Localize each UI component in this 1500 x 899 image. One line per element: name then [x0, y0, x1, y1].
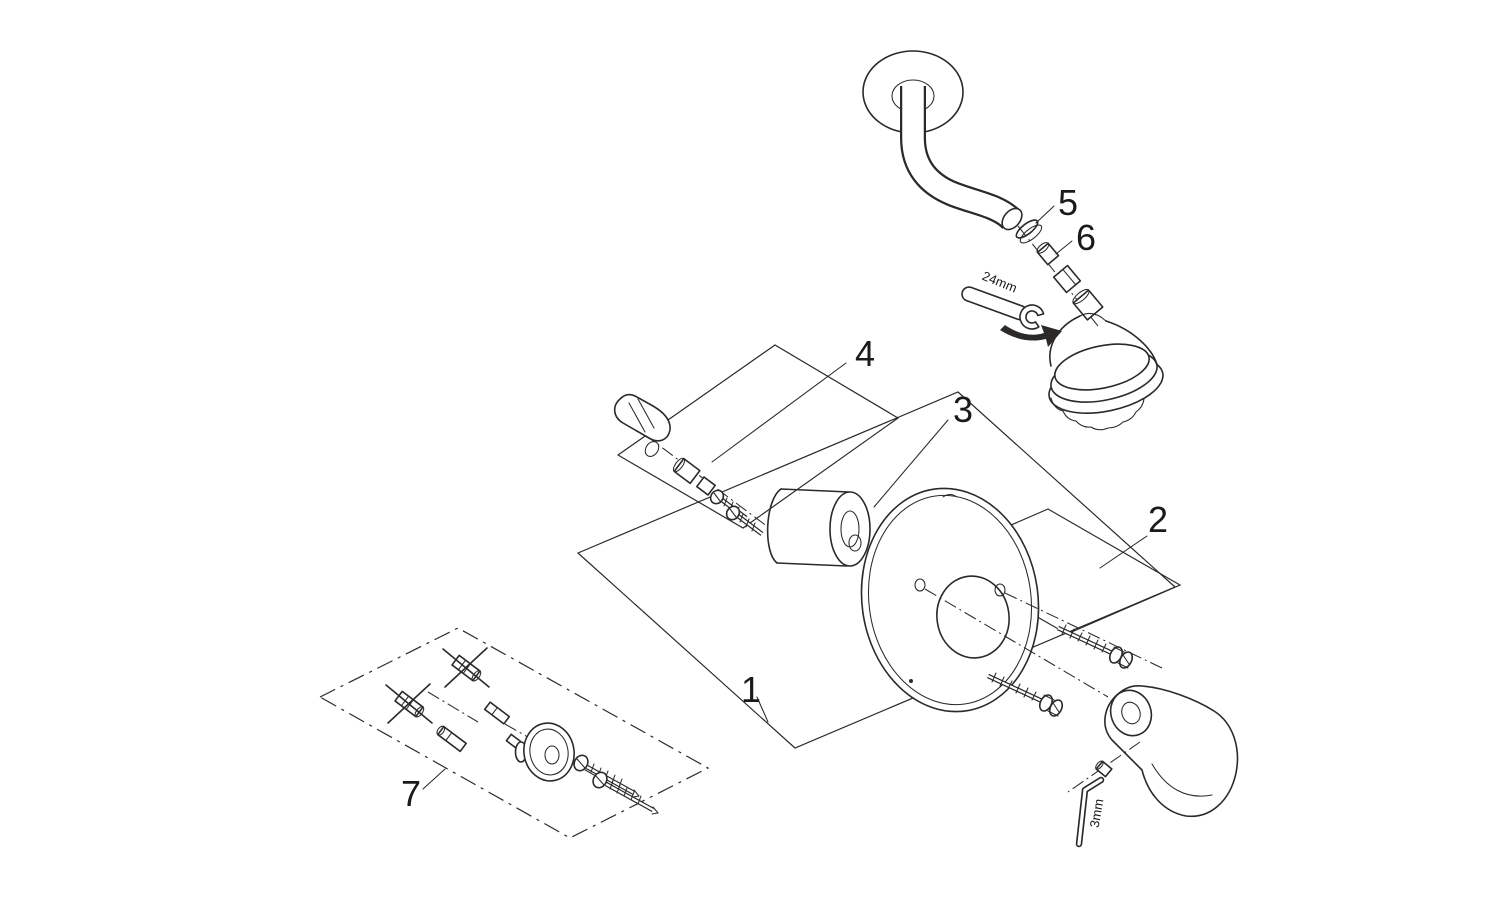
callout-2: 2	[1148, 499, 1168, 540]
callout-3-group: 3	[873, 389, 973, 508]
callout-6-group: 6	[1055, 217, 1096, 258]
group-7-outline	[318, 627, 710, 839]
callout-3: 3	[953, 389, 973, 430]
set-screw	[1095, 760, 1113, 778]
callout-2-group: 2	[1099, 499, 1168, 569]
lever-screw-b	[725, 505, 764, 536]
flange-disc	[514, 722, 575, 782]
callout-7: 7	[401, 773, 421, 814]
adapter-bushing-b	[695, 476, 717, 496]
washer-part-5	[1015, 219, 1043, 244]
threaded-stud-a	[436, 725, 467, 753]
set-screw-axis	[1067, 741, 1141, 793]
wall-anchor-a	[385, 683, 433, 724]
head-inlet-nut	[1072, 288, 1104, 321]
mounting-axes	[924, 588, 1163, 698]
callout-5: 5	[1058, 182, 1078, 223]
hex-size-label: 3mm	[1087, 798, 1107, 829]
hex-key	[1075, 776, 1105, 848]
callout-5-group: 5	[1035, 182, 1078, 224]
shower-arm	[900, 86, 1023, 231]
callout-6: 6	[1076, 217, 1096, 258]
callout-1: 1	[741, 669, 761, 710]
callout-4-group: 4	[711, 333, 875, 463]
adapter-bushing-a	[672, 457, 701, 485]
group-4-outline	[616, 344, 900, 529]
callout-4: 4	[855, 333, 875, 374]
diverter-lever-part	[613, 393, 671, 457]
shower-head	[1048, 312, 1164, 431]
lever-handle	[1104, 685, 1239, 818]
threaded-stud-b	[483, 701, 511, 725]
callout-1-group: 1	[741, 669, 769, 723]
flow-restrictor-part-6	[1036, 242, 1060, 266]
ball-joint-nut	[1052, 264, 1082, 294]
mounting-screw-upper	[1057, 624, 1134, 669]
escutcheon-plate	[860, 487, 1040, 713]
callout-7-group: 7	[401, 768, 446, 814]
flange-screw-b	[592, 771, 659, 815]
direction-arrow-icon	[1000, 325, 1062, 347]
mounting-screw-lower	[987, 672, 1064, 717]
wrench-size-label: 24mm	[980, 268, 1019, 295]
wall-anchor-b	[442, 647, 490, 688]
open-end-wrench-icon	[961, 286, 1045, 330]
